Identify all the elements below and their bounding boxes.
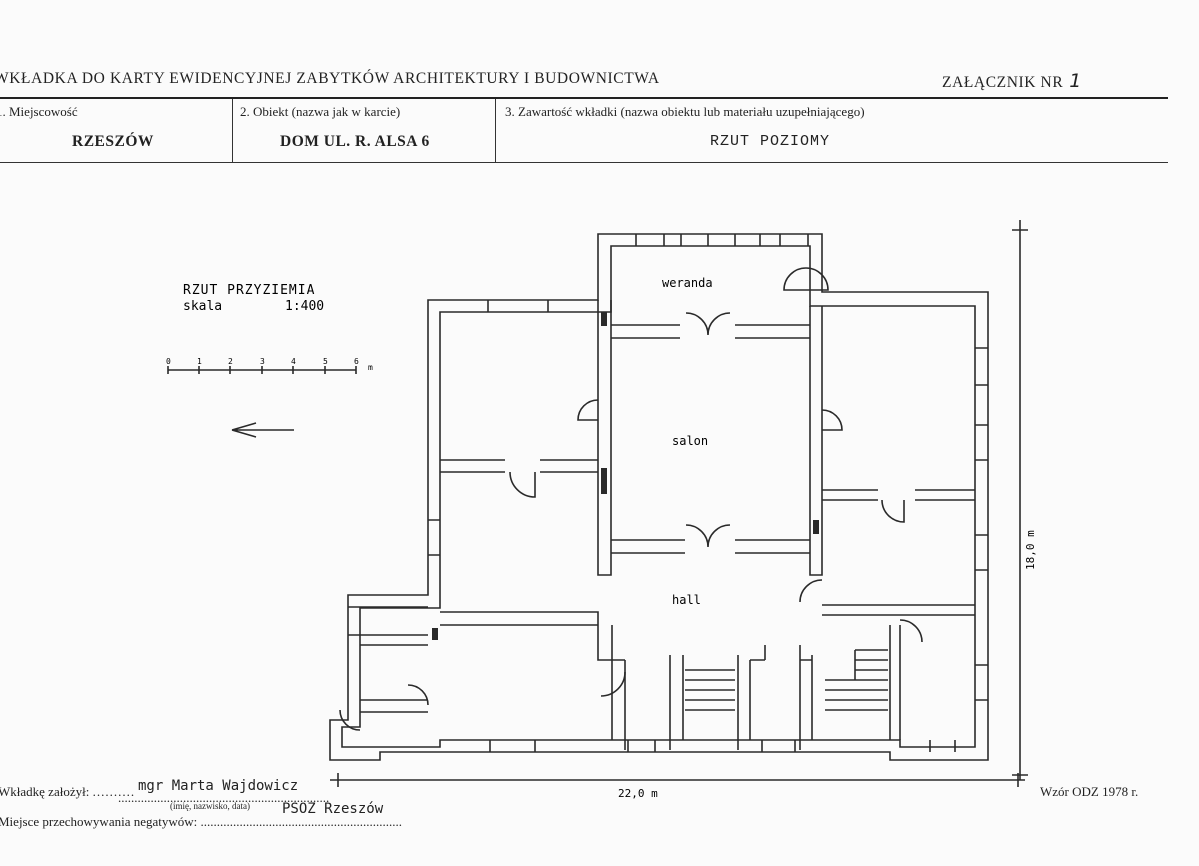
scale-tick-label: 5: [323, 357, 328, 366]
author-hint: (imię, nazwisko, data): [170, 801, 250, 811]
field-divider-1: [232, 99, 233, 163]
scale-tick-label: 6: [354, 357, 359, 366]
door-salon-east: [821, 409, 843, 431]
windows-north: [487, 300, 549, 312]
dimension-width-label: 22,0 m: [618, 787, 658, 800]
author-value: mgr Marta Wajdowicz: [138, 778, 299, 794]
scale-tick-label: 3: [260, 357, 265, 366]
door-hall-east: [799, 579, 823, 603]
door-lower-left: [600, 671, 626, 697]
north-arrow-icon: [231, 422, 294, 438]
storage-label: Miejsce przechowywania negatywów:: [0, 814, 198, 829]
plan-title: RZUT PRZYZIEMIA: [183, 283, 315, 298]
door-right-room: [881, 499, 905, 523]
author-dots: ........................................…: [118, 790, 330, 805]
storage-row: Miejsce przechowywania negatywów: ......…: [0, 814, 403, 829]
author-row: Wkładkę założył: ..........: [0, 784, 136, 799]
windows-veranda: [635, 234, 809, 246]
door-veranda-salon: [685, 312, 731, 336]
door-annex-inner: [407, 684, 429, 706]
scale-tick-label: 2: [228, 357, 233, 366]
wall-left-rooms: [440, 459, 598, 473]
wall-veranda-salon: [611, 324, 810, 339]
annex-label: ZAŁĄCZNIK NR 1: [942, 70, 1082, 92]
wall-west-annex: [348, 606, 428, 713]
field-label-locality: 1. Miejscowość: [0, 104, 78, 119]
stairs-entrance: [685, 669, 735, 711]
scale-tick-label: 0: [166, 357, 171, 366]
sheet-title: WKŁADKA DO KARTY EWIDENCYJNEJ ZABYTKÓW A…: [0, 70, 660, 87]
dimension-height-label: 18,0 m: [1024, 530, 1037, 570]
windows-west: [428, 519, 440, 556]
field-label-object: 2. Obiekt (nazwa jak w karcie): [240, 104, 401, 119]
author-label: Wkładkę założył:: [0, 784, 90, 799]
wall-right-rooms: [822, 489, 975, 501]
wall-salon-hall: [611, 539, 810, 554]
stairs-east: [825, 649, 888, 711]
wall-stair-hall: [750, 645, 812, 661]
room-label-salon: salon: [672, 434, 708, 448]
windows-east: [975, 347, 988, 701]
door-lower-right: [899, 619, 923, 643]
wall-salon-east: [809, 306, 823, 576]
windows-south: [489, 740, 956, 752]
template-note: Wzór ODZ 1978 r.: [1040, 784, 1139, 799]
scale-bar: [167, 366, 357, 374]
chimney-west: [432, 628, 438, 640]
field-value-object: DOM UL. R. ALSA 6: [280, 133, 430, 150]
field-divider-2: [495, 99, 496, 163]
field-value-contents: RZUT POZIOMY: [710, 133, 831, 150]
door-veranda-exit: [783, 267, 829, 291]
outer-wall-outline: [329, 233, 989, 761]
dimension-height-line: [1012, 220, 1028, 780]
room-label-veranda: weranda: [662, 276, 713, 290]
header-rule: [0, 97, 1168, 99]
dimension-width-line: [330, 773, 1025, 787]
plan-scale-value: 1:400: [285, 299, 324, 314]
plan-scale-label: skala: [183, 299, 222, 314]
field-label-contents: 3. Zawartość wkładki (nazwa obiektu lub …: [505, 104, 865, 119]
chimney-east: [813, 520, 819, 534]
scale-tick-label: 4: [291, 357, 296, 366]
wall-entrance: [669, 655, 813, 750]
door-salon-west: [577, 399, 599, 421]
field-value-locality: RZESZÓW: [72, 133, 154, 150]
room-label-hall: hall: [672, 593, 701, 607]
door-salon-hall: [685, 524, 731, 548]
wall-lower-right-room: [822, 604, 975, 740]
annex-label-text: ZAŁĄCZNIK NR: [942, 74, 1064, 91]
scale-unit-label: m: [368, 363, 373, 372]
wall-salon-west: [597, 300, 612, 576]
chimney-veranda: [601, 312, 607, 326]
scale-tick-label: 1: [197, 357, 202, 366]
storage-value: PSOZ Rzeszów: [282, 801, 384, 817]
door-west-annex: [339, 709, 361, 731]
fields-rule: [0, 162, 1168, 163]
inner-wall-outline: [341, 245, 976, 748]
wall-lower-left-room: [440, 611, 626, 750]
annex-number: 1: [1069, 70, 1082, 92]
door-left-room: [509, 471, 536, 498]
chimney-salon: [601, 468, 607, 494]
